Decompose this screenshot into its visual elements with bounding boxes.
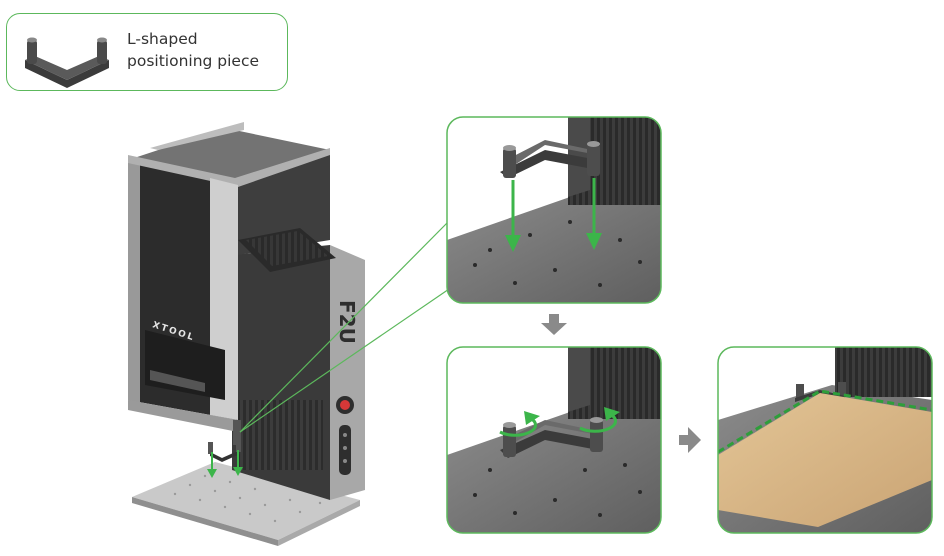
legend-box: L-shaped positioning piece bbox=[6, 13, 288, 91]
legend-label-line1: L-shaped bbox=[127, 30, 198, 48]
rotate-arrow-icon bbox=[579, 407, 620, 433]
legend-label-line2: positioning piece bbox=[127, 52, 260, 70]
panel-step-1 bbox=[446, 116, 662, 304]
l-shaped-piece-icon bbox=[25, 37, 109, 88]
rotate-arrow-icon bbox=[499, 411, 540, 437]
panel-step-3 bbox=[717, 346, 933, 534]
laser-device: F2U XTOOL bbox=[128, 122, 365, 546]
right-arrow-icon bbox=[679, 427, 701, 453]
panel-step-2 bbox=[446, 346, 662, 534]
model-label: F2U bbox=[335, 300, 359, 344]
wood-sheet bbox=[718, 393, 932, 527]
callout-line-top bbox=[239, 219, 451, 433]
down-arrow-icon bbox=[541, 314, 567, 335]
callout-line-bottom bbox=[239, 286, 453, 433]
